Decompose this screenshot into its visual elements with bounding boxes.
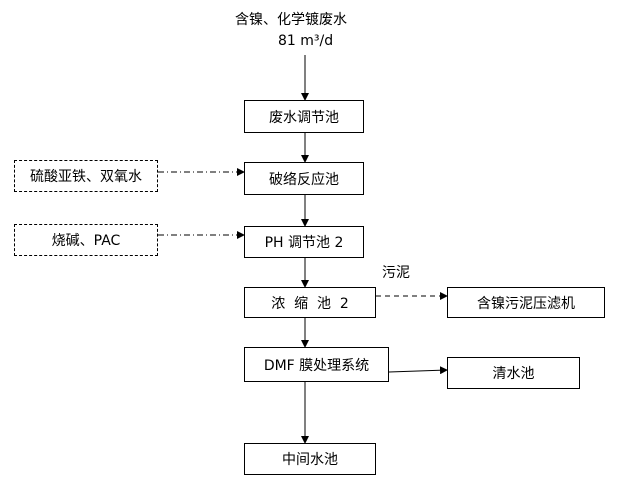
node-middle-pool: 中间水池 bbox=[244, 443, 376, 475]
node-filter-press: 含镍污泥压滤机 bbox=[447, 287, 605, 318]
node-thickener-pool: 浓 缩 池 2 bbox=[244, 287, 376, 318]
node-clear-pool: 清水池 bbox=[447, 357, 580, 389]
node-dmf-system: DMF 膜处理系统 bbox=[244, 347, 389, 382]
node-break-complex-pool: 破络反应池 bbox=[244, 162, 364, 195]
node-ph-adjust-pool: PH 调节池 2 bbox=[244, 226, 364, 258]
reagent-ferrous-peroxide: 硫酸亚铁、双氧水 bbox=[14, 160, 158, 192]
reagent-caustic-pac: 烧碱、PAC bbox=[14, 224, 158, 256]
source-title: 含镍、化学镀废水 bbox=[235, 12, 347, 28]
source-flow-value: 81 m³/d bbox=[278, 33, 334, 49]
arrow-dmf-to-clear bbox=[388, 366, 448, 375]
node-adjust-pool: 废水调节池 bbox=[244, 100, 364, 133]
sludge-label: 污泥 bbox=[382, 265, 410, 281]
